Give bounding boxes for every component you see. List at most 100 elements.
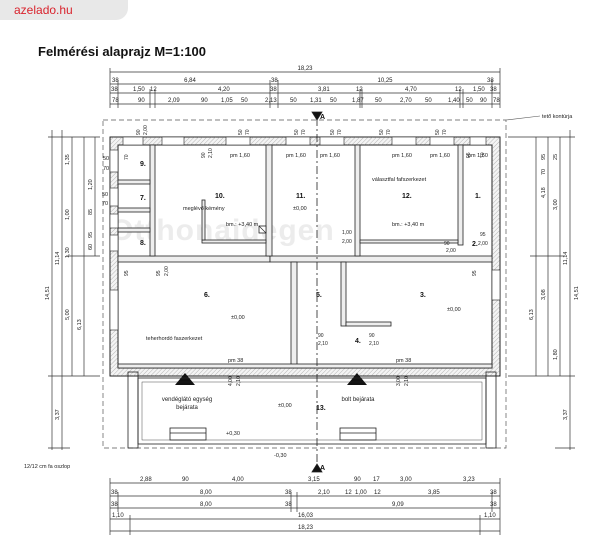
room-8: 8. [140, 240, 146, 247]
dim-top-r3-0: 38 [111, 87, 118, 93]
dim-top-r3-9: 1,50 [473, 87, 485, 93]
svg-text:50: 50 [103, 156, 109, 162]
svg-text:70: 70 [124, 154, 130, 160]
svg-text:38: 38 [285, 502, 292, 508]
svg-text:12: 12 [374, 490, 381, 496]
room-2: 2. [472, 241, 478, 248]
level-13: ±0,00 [278, 403, 292, 409]
notes: meglévő kémény választfal fafszerkezet t… [24, 177, 427, 470]
pm-38-left: pm 38 [228, 358, 243, 364]
note-roof-frame-2: teherhordó faszerkezet [146, 336, 203, 342]
svg-text:70: 70 [442, 129, 448, 135]
svg-text:90: 90 [201, 152, 207, 158]
level-m030: -0,30 [274, 453, 287, 459]
svg-text:38: 38 [490, 490, 497, 496]
site-logo[interactable]: azelado.hu [14, 3, 73, 17]
dim-top-r4-3: 90 [201, 98, 208, 104]
dim-top-r3-1: 1,50 [133, 87, 145, 93]
left-dimension-texts: 14,51 11,14 3,37 6,13 5,00 1,30 1,00 1,3… [45, 154, 109, 420]
site-logo-tab[interactable]: azelado.hu [0, 0, 128, 20]
pm-label-2: pm 1,60 [286, 153, 306, 159]
svg-text:95: 95 [88, 232, 94, 238]
svg-text:1,10: 1,10 [112, 513, 124, 519]
right-dimension-lines [508, 130, 575, 450]
svg-text:2,00: 2,00 [143, 125, 149, 135]
dim-top-r4-11: 50 [375, 98, 382, 104]
svg-text:90: 90 [354, 477, 361, 483]
svg-text:50: 50 [379, 129, 385, 135]
svg-text:95: 95 [466, 152, 472, 158]
dim-top-r4-2: 2,09 [168, 98, 180, 104]
svg-text:4,18: 4,18 [541, 187, 547, 198]
dim-top-r4-15: 50 [466, 98, 473, 104]
dim-top-r3-2: 12 [150, 87, 157, 93]
svg-text:2,10: 2,10 [318, 341, 328, 347]
terrace [127, 371, 497, 449]
svg-text:1,35: 1,35 [65, 154, 71, 165]
svg-text:1,20: 1,20 [88, 179, 94, 190]
svg-text:2,00: 2,00 [478, 241, 488, 247]
svg-text:16,03: 16,03 [298, 513, 314, 519]
svg-text:95: 95 [541, 154, 547, 160]
svg-text:2,00: 2,00 [342, 239, 352, 245]
svg-text:2,10: 2,10 [236, 376, 242, 386]
svg-text:5,00: 5,00 [65, 309, 71, 320]
pm-label-1: pm 1,60 [230, 153, 250, 159]
svg-text:90: 90 [444, 241, 450, 247]
dim-top-r2-3: 10,25 [377, 78, 393, 84]
svg-text:3,00: 3,00 [553, 199, 559, 210]
svg-text:90: 90 [182, 477, 189, 483]
room-4: 4. [355, 338, 361, 345]
note-roof-frame-1: választfal fafszerkezet [372, 177, 427, 183]
pm-38-right: pm 38 [396, 358, 411, 364]
svg-text:70: 70 [541, 169, 547, 175]
svg-text:2,10: 2,10 [208, 148, 214, 158]
svg-text:85: 85 [88, 209, 94, 215]
svg-text:3,37: 3,37 [55, 409, 61, 420]
dim-top-r3-8: 12 [455, 87, 462, 93]
entry-labels: vendéglátó egység bejárata bolt bejárata [161, 397, 375, 411]
svg-text:14,51: 14,51 [574, 286, 580, 300]
inner-walls [117, 144, 493, 369]
svg-text:50: 50 [330, 129, 336, 135]
dim-top-total: 18,23 [297, 66, 313, 72]
dim-top-r4-13: 50 [425, 98, 432, 104]
section-label-bottom: A [320, 465, 325, 472]
window-dims: 70 90 2,00 90 2,10 50 70 50 70 50 70 50 … [124, 125, 486, 160]
side-windows [109, 149, 501, 331]
svg-text:50: 50 [238, 129, 244, 135]
svg-text:3,23: 3,23 [463, 477, 475, 483]
guest-entry-label: vendéglátó egység bejárata [161, 397, 213, 411]
roof-leader [505, 115, 541, 121]
svg-text:8,00: 8,00 [200, 490, 212, 496]
svg-text:9,09: 9,09 [392, 502, 404, 508]
roof-label: tető kontúrja [542, 114, 573, 120]
svg-text:95: 95 [124, 270, 130, 276]
dim-top-r2-0: 38 [112, 78, 119, 84]
svg-text:12: 12 [345, 490, 352, 496]
svg-text:70: 70 [103, 166, 109, 172]
dim-top-r4-16: 90 [480, 98, 487, 104]
dim-top-r4-5: 50 [241, 98, 248, 104]
svg-text:6,13: 6,13 [529, 309, 535, 320]
dim-top-r3-10: 38 [490, 87, 497, 93]
room-6: 6. [204, 292, 210, 299]
svg-text:2,10: 2,10 [404, 376, 410, 386]
left-dimension-lines [48, 130, 100, 450]
svg-text:70: 70 [386, 129, 392, 135]
svg-text:3,15: 3,15 [308, 477, 320, 483]
right-dimension-texts: 14,51 11,14 3,37 4,18 3,08 6,13 3,00 1,8… [529, 154, 580, 420]
dim-top-r4-4: 1,05 [221, 98, 233, 104]
top-dimension-texts: 18,23 38 6,84 38 10,25 38 38 1,50 12 4,2… [111, 66, 500, 104]
level-marks: ±0,00 ±0,00 ±0,00 ±0,00 +0,30 -0,30 bm.:… [226, 206, 461, 459]
svg-text:50: 50 [435, 129, 441, 135]
room-11: 11. [296, 193, 305, 200]
svg-text:4,00: 4,00 [228, 376, 234, 386]
dim-top-r4-6: 2,13 [265, 98, 277, 104]
svg-text:2,10: 2,10 [318, 490, 330, 496]
svg-text:70: 70 [337, 129, 343, 135]
svg-text:38: 38 [111, 502, 118, 508]
dim-top-r4-9: 50 [330, 98, 337, 104]
bottom-dimension-texts: 2,88 90 4,00 3,15 90 17 3,00 3,23 38 8,0… [111, 477, 497, 531]
